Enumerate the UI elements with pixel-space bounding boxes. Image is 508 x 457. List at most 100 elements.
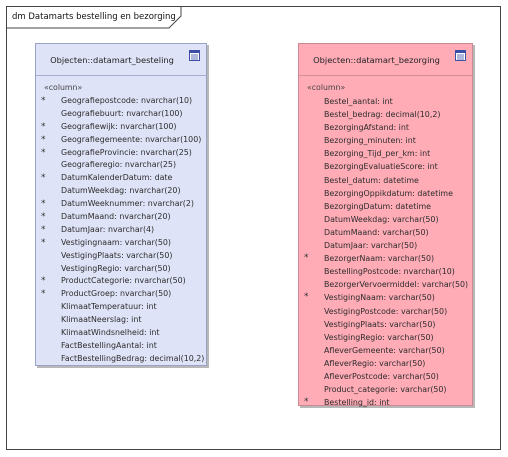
attribute-row[interactable]: FactBestellingAantal: int — [36, 340, 206, 353]
attribute-label: KlimaatTemperatuur: int — [61, 302, 157, 312]
attribute-row[interactable]: *VestigingNaam: varchar(50) — [299, 291, 472, 304]
attribute-row[interactable]: VestigingRegio: varchar(50) — [36, 263, 206, 276]
not-null-marker: * — [41, 212, 46, 223]
attribute-label: BestellingPostcode: nvarchar(10) — [324, 267, 455, 277]
attribute-label: BezorgingEvaluatieScore: int — [324, 162, 438, 172]
diagram-title: dm Datamarts bestelling en bezorging — [12, 12, 176, 22]
attribute-row[interactable]: *DatumWeeknummer: nvarchar(2) — [36, 198, 206, 211]
not-null-marker: * — [41, 173, 46, 184]
attribute-label: Product_categorie: varchar(50) — [324, 385, 447, 395]
attribute-row[interactable]: * Geografiewijk: nvarchar(100) — [36, 121, 206, 134]
attribute-row[interactable]: Bezorging_Tijd_per_km: int — [299, 147, 472, 160]
attribute-row[interactable]: *Geografiepostcode: nvarchar(10) — [36, 95, 206, 108]
attribute-list: *Geografiepostcode: nvarchar(10)Geografi… — [36, 95, 206, 366]
attribute-label: Bestel_aantal: int — [324, 97, 393, 106]
attribute-label: Geografiewijk: nvarchar(100) — [61, 121, 177, 131]
attribute-row[interactable]: VestigingRegio: varchar(50) — [299, 331, 472, 344]
title-tab-outline — [7, 7, 182, 29]
attribute-row[interactable]: DatumJaar: varchar(50) — [299, 239, 472, 252]
attribute-row[interactable]: KlimaatTemperatuur: int — [36, 301, 206, 314]
attribute-label: DatumWeekdag: varchar(50) — [324, 214, 439, 224]
not-null-marker: * — [41, 121, 46, 132]
attribute-row[interactable]: VestigingPostcode: varchar(50) — [299, 305, 472, 318]
attribute-row[interactable]: KlimaatNeerslag: int — [36, 314, 206, 327]
attribute-row[interactable]: KlimaatWindsnelheid: int — [36, 327, 206, 340]
attribute-row[interactable]: BezorgingAfstand: int — [299, 121, 472, 134]
attribute-row[interactable]: Bestel_bedrag: decimal(10,2) — [299, 108, 472, 121]
not-null-marker: * — [41, 237, 46, 248]
attribute-row[interactable]: VestigingPlaats: varchar(50) — [36, 250, 206, 263]
attribute-label: VestigingPlaats: varchar(50) — [324, 319, 436, 329]
attribute-label: DatumWeekdag: nvarchar(20) — [61, 186, 181, 196]
entity-header: Objecten::datamart_besteling — [36, 44, 206, 76]
attribute-label: VestigingPlaats: varchar(50) — [61, 250, 173, 260]
attribute-label: VestigingRegio: varchar(50) — [324, 332, 434, 342]
attribute-label: FactBestellingBedrag: decimal(10,2) — [61, 353, 205, 363]
attribute-row[interactable]: Product_categorie: varchar(50) — [299, 383, 472, 396]
not-null-marker: * — [41, 147, 46, 158]
attribute-row[interactable]: BezorgingDatum: datetime — [299, 200, 472, 213]
attribute-label: DatumJaar: varchar(50) — [324, 241, 418, 251]
attribute-label: Geografiegemeente: nvarchar(100) — [61, 134, 202, 144]
attribute-row[interactable]: Geografieregio: nvarchar(25) — [36, 159, 206, 172]
attribute-row[interactable]: *ProductGroep: nvarchar(50) — [36, 288, 206, 301]
attribute-row[interactable]: * DatumJaar: nvarchar(4) — [36, 224, 206, 237]
attribute-row[interactable]: DatumWeekdag: nvarchar(20) — [36, 185, 206, 198]
not-null-marker: * — [41, 96, 46, 106]
attribute-row[interactable]: Bestel_aantal: int — [299, 95, 472, 108]
attribute-row[interactable]: BezorgingEvaluatieScore: int — [299, 160, 472, 173]
attribute-label: AfleverPostcode: varchar(50) — [324, 371, 439, 381]
attribute-row[interactable]: * Geografiegemeente: nvarchar(100) — [36, 134, 206, 147]
attribute-row[interactable]: VestigingPlaats: varchar(50) — [299, 318, 472, 331]
attribute-row[interactable]: BezorgingOppikdatum: datetime — [299, 187, 472, 200]
attribute-label: Vestigingnaam: varchar(50) — [61, 237, 171, 247]
attribute-label: AfleverRegio: varchar(50) — [324, 358, 426, 368]
entity-header: Objecten::datamart_bezorging — [299, 44, 472, 76]
attribute-row[interactable]: *BezorgerNaam: varchar(50) — [299, 252, 472, 265]
not-null-marker: * — [41, 276, 46, 287]
attribute-label: BezorgingOppikdatum: datetime — [324, 188, 453, 198]
attribute-label: AfleverGemeente: varchar(50) — [324, 345, 445, 355]
attribute-row[interactable]: AfleverGemeente: varchar(50) — [299, 344, 472, 357]
attribute-row[interactable]: BestellingPostcode: nvarchar(10) — [299, 265, 472, 278]
attribute-row[interactable]: Bezorging_minuten: int — [299, 134, 472, 147]
attribute-label: VestigingRegio: varchar(50) — [61, 263, 171, 273]
table-icon — [189, 50, 200, 61]
attribute-row[interactable]: Bestel_datum: datetime — [299, 174, 472, 187]
attribute-label: KlimaatNeerslag: int — [61, 315, 142, 325]
attribute-row[interactable]: *ProductCategorie: nvarchar(50) — [36, 275, 206, 288]
not-null-marker: * — [304, 292, 309, 303]
attribute-row[interactable]: AfleverRegio: varchar(50) — [299, 357, 472, 370]
attribute-label: Bestel_datum: datetime — [324, 175, 419, 185]
attribute-label: DatumWeeknummer: nvarchar(2) — [61, 199, 194, 209]
attribute-label: Geografieregio: nvarchar(25) — [61, 160, 177, 170]
attribute-row[interactable]: AfleverPostcode: varchar(50) — [299, 370, 472, 383]
attribute-row[interactable]: Geografiebuurt: nvarchar(100) — [36, 108, 206, 121]
entity-datamart-besteling[interactable]: Objecten::datamart_besteling «column» *G… — [35, 43, 207, 366]
attribute-label: BezorgingDatum: datetime — [324, 201, 432, 211]
attribute-row[interactable]: *GeografieProvincie: nvarchar(25) — [36, 147, 206, 160]
attribute-row[interactable]: * DatumKalenderDatum: date — [36, 172, 206, 185]
attribute-label: DatumKalenderDatum: date — [61, 173, 173, 183]
attribute-row[interactable]: *DatumMaand: nvarchar(20) — [36, 211, 206, 224]
attribute-row[interactable]: DatumMaand: varchar(50) — [299, 226, 472, 239]
entity-title: Objecten::datamart_besteling — [50, 55, 174, 65]
not-null-marker: * — [304, 253, 309, 264]
column-stereotype: «column» — [307, 83, 346, 92]
entity-datamart-bezorging[interactable]: Objecten::datamart_bezorging «column» Be… — [298, 43, 473, 409]
table-icon — [455, 50, 466, 61]
attribute-label: Bezorging_Tijd_per_km: int — [324, 149, 431, 159]
not-null-marker: * — [41, 224, 46, 235]
not-null-marker: * — [41, 134, 46, 145]
attribute-row[interactable]: DatumWeekdag: varchar(50) — [299, 213, 472, 226]
attribute-row[interactable]: * Vestigingnaam: varchar(50) — [36, 237, 206, 250]
attribute-row[interactable]: *Bestelling_id: int — [299, 396, 472, 409]
not-null-marker: * — [41, 289, 46, 300]
attribute-row[interactable]: FactBestellingBedrag: decimal(10,2) — [36, 353, 206, 366]
entity-title: Objecten::datamart_bezorging — [313, 55, 440, 65]
attribute-label: DatumJaar: nvarchar(4) — [61, 224, 155, 234]
attribute-row[interactable]: BezorgerVervoermiddel: varchar(50) — [299, 278, 472, 291]
attribute-label: BezorgingAfstand: int — [324, 123, 409, 133]
attribute-label: KlimaatWindsnelheid: int — [61, 328, 160, 338]
